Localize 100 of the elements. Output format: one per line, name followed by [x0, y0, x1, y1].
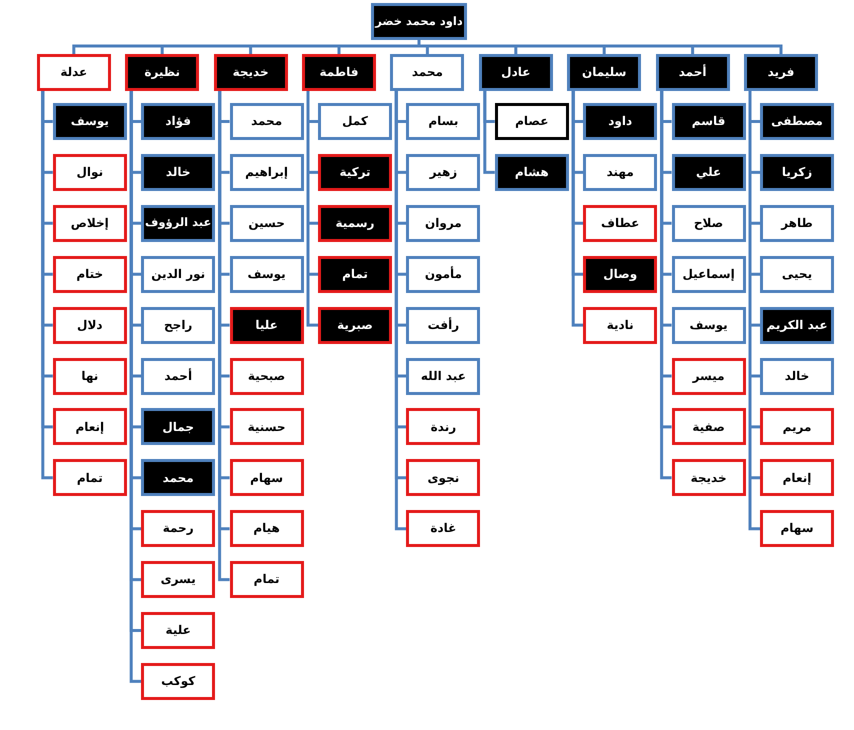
person-box [230, 408, 304, 446]
person-box [318, 306, 392, 344]
person-name: حسين [248, 216, 285, 230]
person-box [141, 612, 216, 649]
person-name: محمد [412, 65, 443, 80]
person-box [494, 103, 569, 140]
person-name: صبحية [248, 368, 286, 384]
person-name: أحمد [678, 65, 706, 80]
person-name: خديجة [232, 65, 269, 80]
person-box [141, 154, 216, 191]
person-box [214, 54, 288, 91]
person-name: سهام [780, 521, 814, 536]
person-name: مريم [782, 420, 812, 434]
person-name: زهير [430, 165, 458, 180]
person-name: تركية [339, 165, 371, 180]
person-name: داود [608, 114, 632, 129]
person-box [760, 204, 834, 242]
person-box [656, 54, 730, 91]
person-name: مصطفى [771, 114, 823, 129]
person-box [52, 204, 127, 242]
person-name: علي [696, 165, 722, 180]
person-box [672, 154, 746, 191]
person-box [141, 561, 216, 598]
person-name: بسام [428, 114, 458, 129]
person-box [672, 358, 746, 394]
person-box [760, 358, 834, 394]
person-name: محمد [162, 470, 194, 485]
person-name: رندة [430, 420, 456, 434]
person-box [36, 54, 111, 91]
person-box [52, 306, 127, 344]
person-name: وصال [603, 266, 638, 282]
person-name: خالد [166, 165, 190, 180]
person-box [672, 103, 746, 140]
person-name: نجوى [428, 470, 460, 485]
person-box [406, 408, 480, 446]
person-box [52, 459, 127, 496]
person-name: قاسم [692, 114, 726, 129]
person-box [406, 256, 480, 293]
person-name: طاهر [781, 216, 813, 230]
person-box [583, 154, 658, 191]
person-box [672, 408, 746, 446]
person-box [141, 408, 216, 446]
person-name: رحمة [162, 521, 194, 536]
person-box [406, 103, 480, 140]
person-box [141, 204, 216, 242]
person-name: محمد [251, 114, 282, 129]
person-name: يسرى [160, 572, 196, 587]
person-name: عصام [515, 114, 548, 129]
person-name: رسمية [336, 216, 374, 230]
person-name: إسماعيل [682, 266, 735, 282]
person-box [744, 54, 818, 91]
person-name: عبد الرؤوف [145, 216, 212, 230]
person-box [583, 103, 658, 140]
person-name: نادية [606, 318, 634, 332]
person-box [583, 204, 658, 242]
person-box [52, 408, 127, 446]
person-name: جمال [162, 420, 194, 434]
person-name: علية [166, 623, 191, 638]
person-name: ختام [76, 266, 104, 282]
person-box [230, 103, 304, 140]
person-box [141, 256, 216, 293]
person-box [230, 154, 304, 191]
person-name: داود محمد خضر [375, 14, 463, 28]
person-box [390, 54, 464, 91]
person-box [141, 306, 216, 344]
person-name: يحيى [782, 266, 812, 282]
person-box [760, 459, 834, 496]
person-box [141, 459, 216, 496]
person-box [141, 103, 216, 140]
person-box [52, 358, 127, 394]
person-box [302, 54, 376, 91]
person-box [672, 306, 746, 344]
person-box [406, 459, 480, 496]
person-name: هيام [253, 521, 280, 536]
person-box [230, 256, 304, 293]
person-box [230, 561, 304, 598]
person-name: مروان [425, 216, 462, 230]
person-name: تمام [342, 266, 368, 282]
person-box [318, 256, 392, 293]
person-box [371, 3, 467, 40]
person-name: إبراهيم [245, 165, 288, 180]
person-name: عادل [501, 65, 530, 80]
person-name: فاطمة [320, 65, 358, 80]
person-name: حسنية [248, 420, 286, 434]
person-name: عطاف [601, 216, 640, 230]
person-box [141, 358, 216, 394]
person-box [230, 306, 304, 344]
person-box [141, 662, 216, 700]
person-box [567, 54, 642, 91]
person-name: سهام [250, 470, 284, 485]
tree-connector [483, 91, 495, 174]
person-name: إخلاص [70, 216, 109, 230]
person-name: مأمون [424, 266, 462, 282]
person-name: أحمد [164, 368, 192, 384]
person-box [760, 103, 834, 140]
person-box [230, 204, 304, 242]
person-box [760, 154, 834, 191]
person-box [583, 306, 658, 344]
person-name: صلاح [694, 216, 724, 230]
person-box [406, 306, 480, 344]
